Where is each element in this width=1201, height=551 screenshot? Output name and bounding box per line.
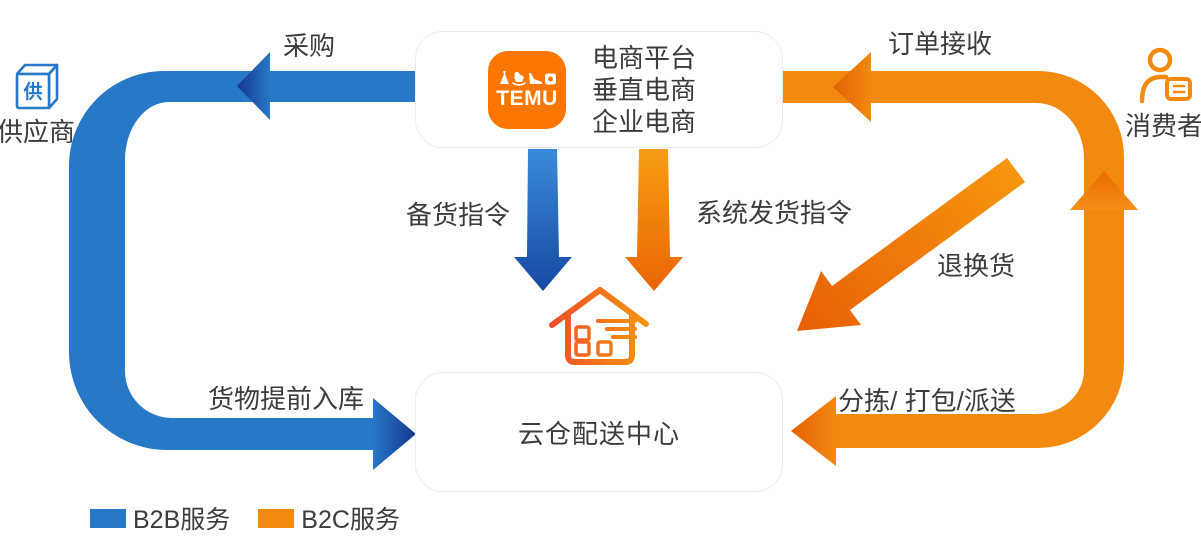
legend-swatch-b2b [90, 508, 126, 528]
b2b-loop-arrow [69, 52, 417, 470]
returns-exchange-arrow [797, 158, 1025, 331]
warehouse-label: 云仓配送中心 [517, 418, 680, 449]
procurement-arrowhead [237, 52, 270, 120]
sort-pack-deliver-arrowhead [791, 396, 836, 466]
platform-card: TEMU 电商平台 垂直电商 企业电商 [415, 31, 783, 148]
warehouse-card: 云仓配送中心 [415, 372, 783, 492]
arrow-label-goods-inbound: 货物提前入库 [207, 384, 365, 414]
arrow-label-stocking-instruction: 备货指令 [405, 200, 511, 230]
temu-logo-glyphs-icon [500, 71, 556, 86]
legend-item-b2c: B2C服务 [258, 500, 400, 536]
legend-item-b2b: B2B服务 [90, 500, 230, 536]
arrow-label-procurement: 采购 [282, 31, 336, 61]
arrow-label-system-shipping: 系统发货指令 [695, 198, 853, 228]
system-shipping-arrow [625, 149, 683, 291]
inbound-arrowhead [373, 398, 416, 470]
platform-line-2: 垂直电商 [592, 74, 697, 105]
temu-wordmark: TEMU [496, 87, 558, 110]
stocking-instruction-arrow [514, 149, 572, 291]
platform-text-lines: 电商平台 垂直电商 企业电商 [592, 42, 696, 138]
legend-label-b2b: B2B服务 [133, 506, 231, 534]
arrow-label-returns: 退换货 [936, 251, 1016, 281]
arrow-label-sort-pack-deliver: 分拣/ 打包/派送 [838, 386, 1016, 416]
order-receiving-arrowhead [833, 52, 871, 122]
platform-line-3: 企业电商 [592, 106, 697, 137]
legend: B2B服务 B2C服务 [90, 500, 400, 536]
supplier-box-icon: 供 [15, 63, 59, 110]
platform-line-1: 电商平台 [592, 42, 697, 73]
temu-logo: TEMU [488, 50, 566, 129]
supplier-box-char: 供 [22, 80, 42, 103]
arrow-label-order-receiving: 订单接收 [887, 29, 993, 59]
supplier-label: 供应商 [0, 117, 76, 147]
consumer-label: 消费者 [1124, 111, 1201, 141]
consumer-icon [1139, 47, 1192, 104]
warehouse-house-icon [549, 287, 649, 365]
b2c-loop-arrow [783, 52, 1138, 466]
to-consumer-up-arrowhead [1070, 171, 1138, 210]
legend-swatch-b2c [258, 508, 295, 528]
legend-label-b2c: B2C服务 [301, 506, 400, 534]
